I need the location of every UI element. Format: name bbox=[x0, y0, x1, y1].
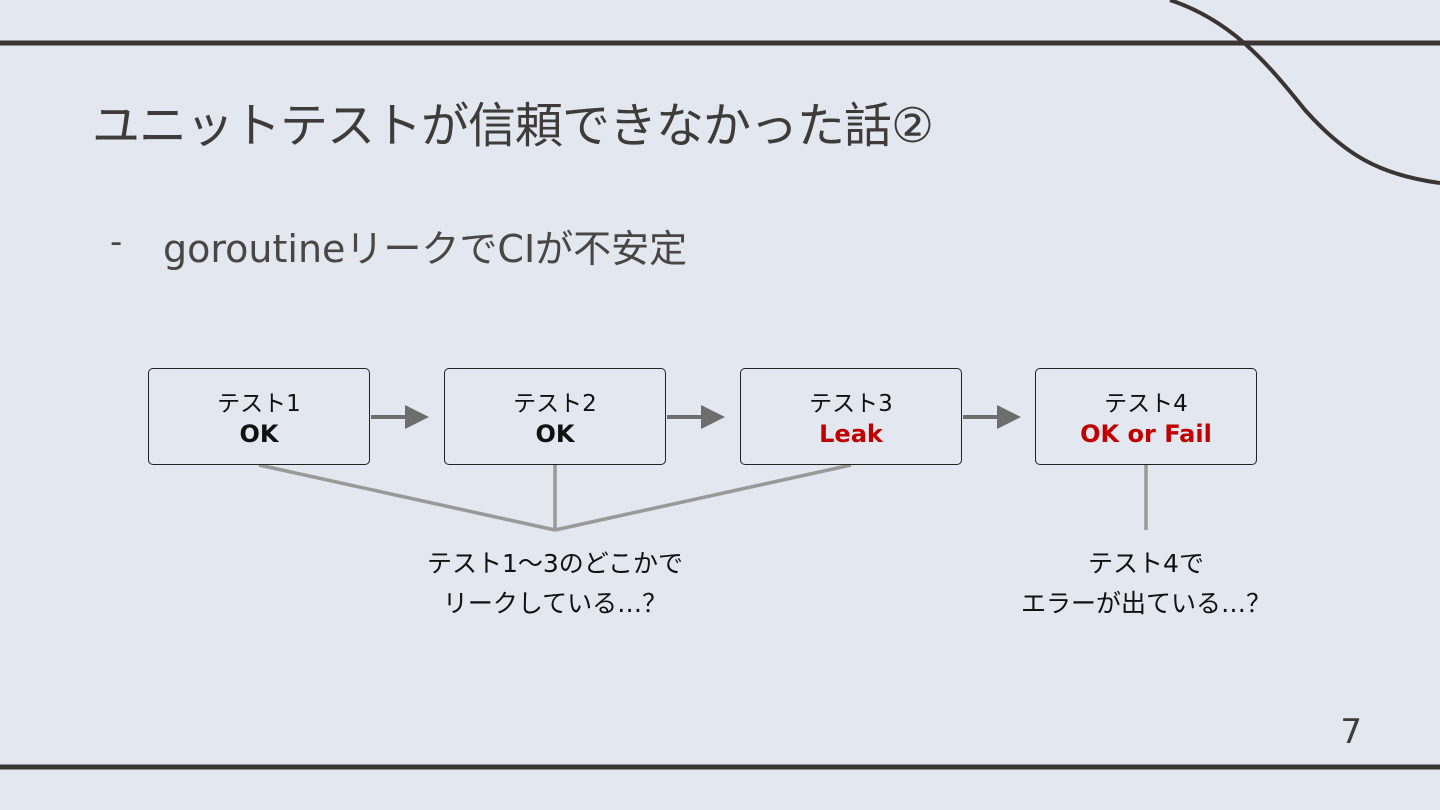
note-line: テスト1～3のどこかで bbox=[426, 549, 684, 578]
corner-curve bbox=[1169, 0, 1440, 185]
bracket-left-3 bbox=[554, 463, 852, 532]
note-line: エラーが出ている…？ bbox=[1020, 589, 1271, 618]
step-status-ok-or-fail: OK or Fail bbox=[1080, 420, 1212, 448]
note-line: リークしている…？ bbox=[442, 589, 668, 618]
bullet-text: goroutineリークでCIが不安定 bbox=[163, 227, 688, 271]
bullet-marker: - bbox=[110, 222, 123, 262]
note-error-suspect: テスト4で エラーが出ている…？ bbox=[996, 544, 1296, 624]
step-name: テスト3 bbox=[809, 391, 893, 417]
step-box-test1: テスト1 OK bbox=[148, 368, 370, 465]
step-box-test3: テスト3 Leak bbox=[740, 368, 962, 465]
step-name: テスト1 bbox=[217, 391, 301, 417]
step-name: テスト4 bbox=[1104, 391, 1188, 417]
step-status-leak: Leak bbox=[819, 420, 883, 448]
bracket-left-1 bbox=[258, 463, 556, 532]
note-leak-suspect: テスト1～3のどこかで リークしている…？ bbox=[405, 544, 705, 624]
step-box-test4: テスト4 OK or Fail bbox=[1035, 368, 1257, 465]
note-line: テスト4で bbox=[1088, 549, 1204, 578]
step-status: OK bbox=[239, 420, 279, 448]
step-box-test2: テスト2 OK bbox=[444, 368, 666, 465]
step-status: OK bbox=[535, 420, 575, 448]
step-name: テスト2 bbox=[513, 391, 597, 417]
slide-title: ユニットテストが信頼できなかった話② bbox=[92, 98, 934, 154]
page-number: 7 bbox=[1340, 712, 1362, 752]
